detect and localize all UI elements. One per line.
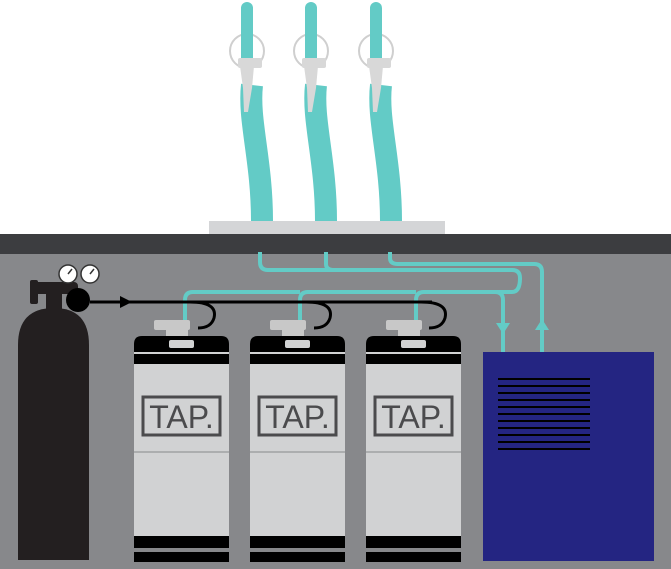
cooler-vent-slat bbox=[498, 434, 590, 436]
keg-1-top-handle-slot bbox=[169, 340, 194, 348]
faucet-3-beer-line bbox=[369, 83, 402, 222]
counter-top bbox=[0, 234, 671, 254]
faucet-3-body bbox=[367, 58, 391, 68]
keg-line-1 bbox=[183, 290, 300, 322]
cooler-vent-slat bbox=[498, 420, 590, 422]
keg-line-3 bbox=[414, 290, 505, 352]
co2-gauge-right-needle bbox=[89, 268, 95, 275]
keg-2: TAP. bbox=[250, 320, 345, 562]
keg-3: TAP. bbox=[366, 320, 461, 562]
cooler-outlet-arrow bbox=[535, 319, 549, 330]
cooler-vent-slat bbox=[498, 441, 590, 443]
faucet-3-handle bbox=[370, 2, 382, 66]
faucet-1-spout bbox=[240, 66, 254, 112]
keg-1-body bbox=[134, 352, 229, 538]
faucet-2-spout bbox=[304, 66, 318, 112]
faucet-2-handle bbox=[305, 2, 317, 66]
tower-line-2 bbox=[324, 252, 335, 272]
keg-1-coupler bbox=[154, 320, 190, 330]
faucet-1-beer-line bbox=[240, 83, 273, 222]
keg-1-label: TAP. bbox=[149, 399, 214, 435]
keg-2-band-bottom bbox=[250, 536, 345, 548]
keg-beer-lines bbox=[183, 290, 505, 352]
cooler-vent-slat bbox=[498, 406, 590, 408]
keg-1-base bbox=[134, 552, 229, 562]
keg-line-2 bbox=[298, 290, 416, 322]
keg-3-coupler bbox=[386, 320, 422, 330]
cooler-vent-slat bbox=[498, 427, 590, 429]
keg-3-top-handle-slot bbox=[401, 340, 426, 348]
keg-2-base bbox=[250, 552, 345, 562]
co2-tank bbox=[18, 264, 100, 560]
faucet-2 bbox=[293, 2, 337, 222]
co2-regulator-knob bbox=[66, 288, 90, 312]
cooler-body bbox=[483, 352, 654, 561]
gas-flow-arrow bbox=[120, 296, 132, 308]
keg-1-band-top bbox=[134, 354, 229, 364]
keg-1-band-bottom bbox=[134, 536, 229, 548]
keg-2-label-box bbox=[257, 395, 338, 437]
faucet-2-body bbox=[302, 58, 326, 68]
cooler-inlet-arrow bbox=[496, 323, 510, 334]
keg-3-coupler-neck bbox=[398, 328, 420, 338]
keg-3-base bbox=[366, 552, 461, 562]
cooler-vent-slat bbox=[498, 399, 590, 401]
keg-3-label-box bbox=[373, 395, 454, 437]
keg-3-band-top bbox=[366, 354, 461, 364]
gas-line bbox=[90, 300, 447, 330]
gas-line-keg-1 bbox=[189, 300, 216, 330]
gas-line-keg-3 bbox=[420, 300, 447, 330]
gas-line-keg-2 bbox=[305, 300, 332, 330]
cooler-vent-slat bbox=[498, 385, 590, 387]
cooler-vents bbox=[498, 378, 590, 450]
keg-2-top-handle-slot bbox=[285, 340, 310, 348]
cooler-vent-slat bbox=[498, 392, 590, 394]
faucet-2-beer-line bbox=[304, 83, 337, 222]
kegs: TAP. TAP. TAP. bbox=[134, 320, 461, 562]
keg-1-label-box bbox=[141, 395, 222, 437]
tower-lines bbox=[258, 252, 544, 352]
faucet-1-handle bbox=[241, 2, 253, 66]
drip-tray bbox=[209, 221, 445, 234]
tower-line-1 bbox=[258, 252, 522, 280]
faucet-1-body bbox=[238, 58, 262, 68]
faucet-3 bbox=[358, 2, 402, 222]
keg-2-label: TAP. bbox=[265, 399, 330, 435]
keg-3-band-bottom bbox=[366, 536, 461, 548]
cooler bbox=[483, 352, 654, 561]
keg-2-band-top bbox=[250, 354, 345, 364]
keg-2-coupler-neck bbox=[282, 328, 304, 338]
cooler-return-line bbox=[433, 277, 522, 294]
tower-line-3 bbox=[388, 252, 544, 352]
faucet-group bbox=[229, 2, 402, 222]
co2-regulator-handle bbox=[30, 280, 38, 304]
co2-tank-body bbox=[18, 308, 89, 560]
keg-2-body bbox=[250, 352, 345, 538]
keg-2-coupler bbox=[270, 320, 306, 330]
keg-1-coupler-neck bbox=[166, 328, 188, 338]
faucet-1 bbox=[229, 2, 273, 222]
keg-3-body bbox=[366, 352, 461, 538]
faucet-3-spout bbox=[369, 66, 383, 112]
cooler-vent-slat bbox=[498, 448, 590, 450]
co2-gauge-left-needle bbox=[67, 268, 73, 275]
co2-regulator-stem bbox=[34, 282, 78, 294]
cooler-vent-slat bbox=[498, 378, 590, 380]
keg-1: TAP. bbox=[134, 320, 229, 562]
cooler-vent-slat bbox=[498, 413, 590, 415]
keg-3-label: TAP. bbox=[381, 399, 446, 435]
